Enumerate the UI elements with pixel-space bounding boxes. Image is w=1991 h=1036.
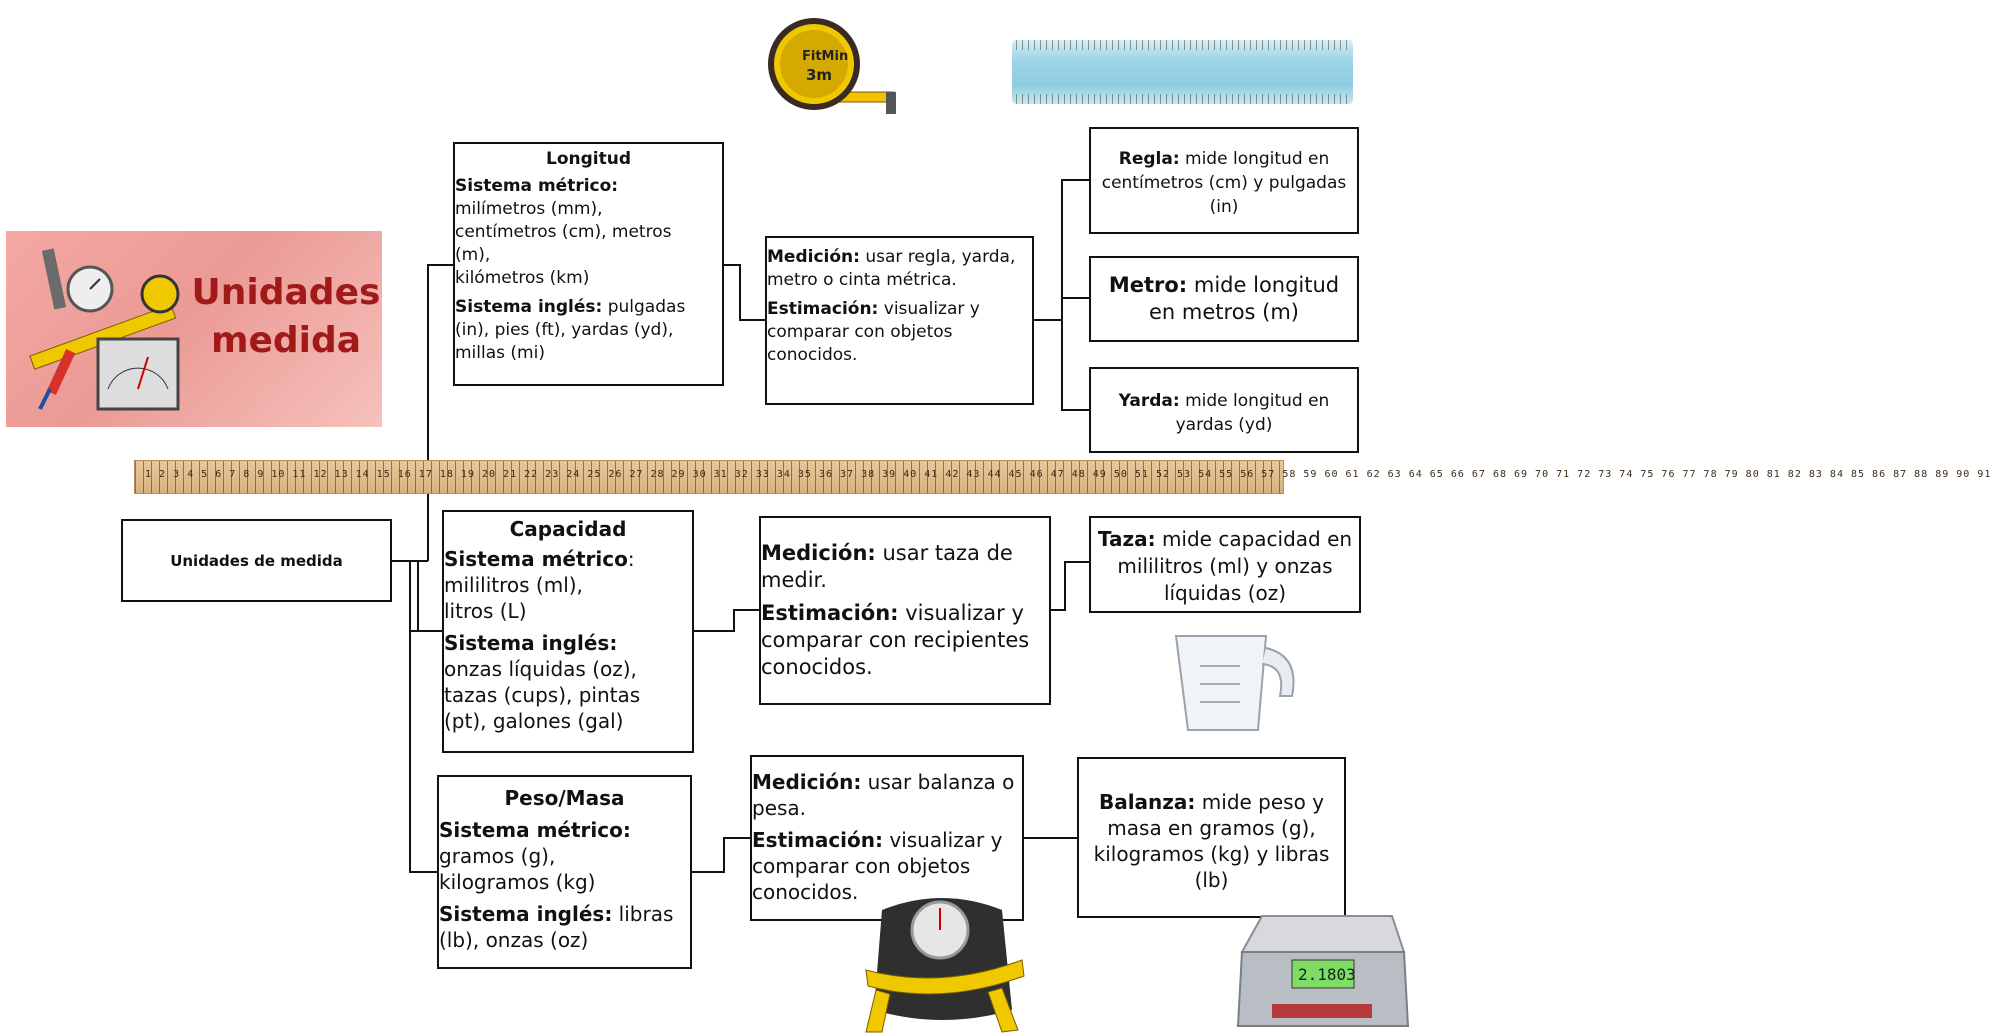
yarda-node: Yarda: mide longitud en yardas (yd) [1089, 367, 1359, 453]
peso-english-label: Sistema inglés: [439, 902, 613, 926]
longitud-medicion-text: usar regla, yarda, metro o cinta métrica… [767, 247, 1016, 290]
regla-text: mide longitud en centímetros (cm) y pulg… [1101, 149, 1347, 217]
longitud-english-text: pulgadas (in), pies (ft), yardas (yd), m… [455, 297, 686, 363]
longitud-title: Longitud [545, 149, 631, 169]
title-banner: Unidades medida [6, 231, 382, 427]
taza-text: mide capacidad en mililitros (ml) y onza… [1117, 527, 1353, 605]
root-label: Unidades de medida [170, 551, 343, 570]
root-node: Unidades de medida [121, 519, 392, 602]
peso-english-text: libras (lb), onzas (oz) [439, 902, 674, 952]
measuring-tools-icon [29, 248, 180, 411]
longitud-english-label: Sistema inglés: [455, 297, 603, 317]
capacidad-metric-1: mililitros (ml), [444, 573, 583, 597]
capacidad-metric-label: Sistema métrico [444, 547, 628, 571]
capacidad-metric-2: litros (L) [444, 599, 527, 623]
svg-text:2.1803: 2.1803 [1298, 965, 1356, 984]
peso-medicion-label: Medición: [752, 770, 862, 794]
peso-metric-1: gramos (g), [439, 844, 556, 868]
long-ruler-image: 1 2 3 4 5 6 7 8 9 10 11 12 13 14 15 16 1… [134, 460, 1991, 494]
yarda-text: mide longitud en yardas (yd) [1175, 391, 1330, 435]
capacidad-english-3: (pt), galones (gal) [444, 709, 624, 733]
peso-metric-2: kilogramos (kg) [439, 870, 596, 894]
capacidad-title: Capacidad [509, 517, 627, 541]
longitud-medicion-label: Medición: [767, 247, 860, 267]
peso-title: Peso/Masa [504, 786, 625, 810]
longitud-metric-3: (m), [455, 245, 491, 265]
longitud-estimacion-text: visualizar y comparar con objetos conoci… [767, 299, 980, 365]
peso-node: Peso/Masa Sistema métrico: gramos (g), k… [437, 775, 692, 969]
yarda-label: Yarda: [1118, 391, 1180, 411]
balanza-node: Balanza: mide peso y masa en gramos (g),… [1077, 757, 1346, 918]
balanza-text: mide peso y masa en gramos (g), kilogram… [1093, 790, 1330, 892]
peso-metric-label: Sistema métrico: [439, 818, 631, 842]
capacidad-medicion-label: Medición: [761, 541, 876, 565]
measuring-cup-icon [1174, 635, 1295, 731]
bathroom-scale-icon [865, 898, 1025, 1033]
longitud-estimacion-label: Estimación: [767, 299, 879, 319]
capacidad-node: Capacidad Sistema métrico: mililitros (m… [442, 510, 694, 753]
longitud-metric-label: Sistema métrico: [455, 176, 619, 196]
tape-measure-icon: FitMin 3m [768, 18, 896, 114]
taza-node: Taza: mide capacidad en mililitros (ml) … [1089, 516, 1361, 613]
peso-estimacion-label: Estimación: [752, 828, 884, 852]
ruler-image [1012, 40, 1353, 104]
metro-node: Metro: mide longitud en metros (m) [1089, 256, 1359, 342]
banner-title: Unidades medida [191, 269, 381, 365]
svg-text:FitMin: FitMin [802, 49, 848, 64]
capacidad-english-label: Sistema inglés: [444, 631, 618, 655]
capacidad-medicion-node: Medición: usar taza de medir. Estimación… [759, 516, 1051, 705]
longitud-metric-4: kilómetros (km) [455, 268, 590, 288]
capacidad-estimacion-label: Estimación: [761, 601, 899, 625]
banner-title-line1: Unidades [191, 272, 381, 313]
metro-label: Metro: [1108, 273, 1188, 297]
capacidad-medicion-text: usar taza de medir. [761, 541, 1013, 592]
taza-label: Taza: [1097, 527, 1156, 551]
ruler-numbers: 1 2 3 4 5 6 7 8 9 10 11 12 13 14 15 16 1… [145, 469, 1991, 480]
banner-title-line2: medida [210, 320, 362, 361]
regla-node: Regla: mide longitud en centímetros (cm)… [1089, 127, 1359, 234]
capacidad-english-1: onzas líquidas (oz), [444, 657, 637, 681]
longitud-metric-2: centímetros (cm), metros [455, 222, 672, 242]
capacidad-english-2: tazas (cups), pintas [444, 683, 641, 707]
metro-text: mide longitud en metros (m) [1149, 273, 1340, 324]
capacidad-metric-colon: : [627, 547, 635, 571]
svg-text:3m: 3m [806, 66, 832, 84]
longitud-metric-1: milímetros (mm), [455, 199, 603, 219]
digital-scale-icon: 2.1803 [1236, 915, 1410, 1027]
capacidad-estimacion-text: visualizar y comparar con recipientes co… [761, 601, 1030, 679]
longitud-node: Longitud Sistema métrico: milímetros (mm… [453, 142, 724, 386]
peso-estimacion-text: visualizar y comparar con objetos conoci… [752, 828, 1003, 904]
longitud-medicion-node: Medición: usar regla, yarda, metro o cin… [765, 236, 1034, 405]
peso-medicion-text: usar balanza o pesa. [752, 770, 1015, 820]
balanza-label: Balanza: [1098, 790, 1196, 814]
regla-label: Regla: [1118, 149, 1180, 169]
